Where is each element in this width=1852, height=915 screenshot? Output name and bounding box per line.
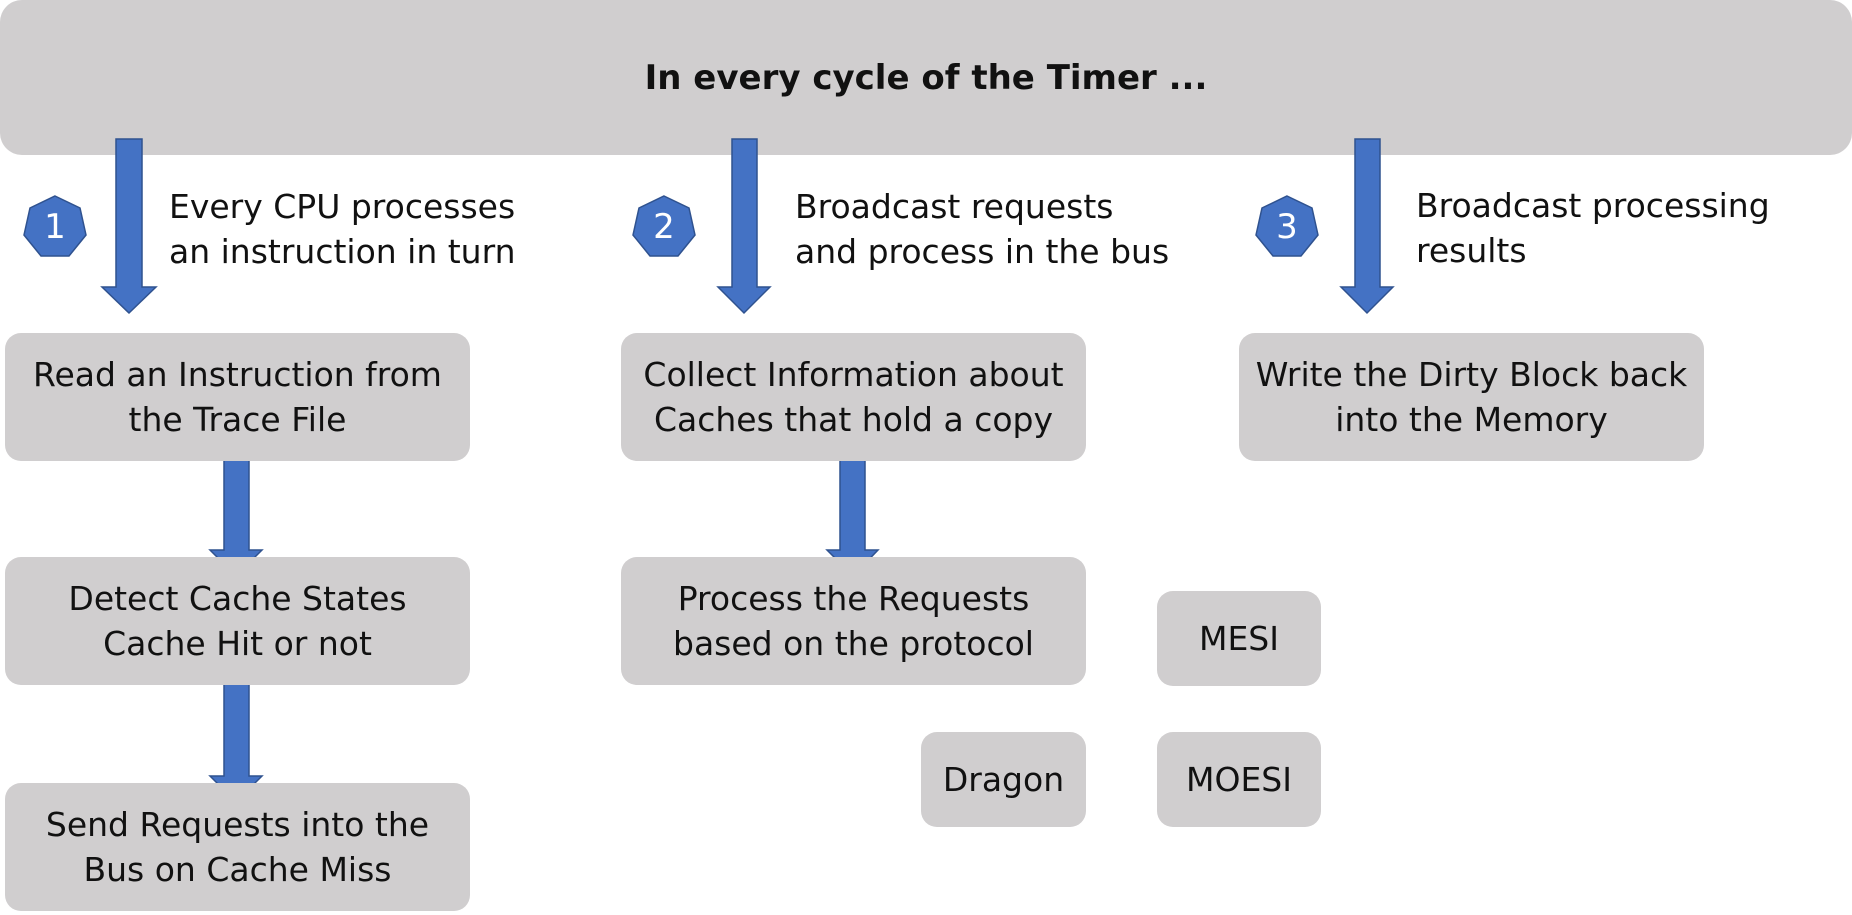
step-1-number: 1 [44,207,66,247]
step-1-down-arrow [100,138,158,315]
step-2-label-line-2: and process in the bus [795,232,1170,271]
step-1-label-line-2: an instruction in turn [169,232,516,271]
collect-box-line-2: Caches that hold a copy [653,400,1054,439]
process-requests-box: Process the Requests based on the protoc… [621,557,1086,685]
protocol-moesi-box: MOESI [1157,732,1321,827]
step-3-label-line-2: results [1416,231,1527,270]
send-requests-box: Send Requests into the Bus on Cache Miss [5,783,470,911]
read-box-line-2: the Trace File [128,400,347,439]
protocol-mesi-label: MESI [1198,619,1279,658]
step-2-number: 2 [653,207,675,247]
protocol-dragon-label: Dragon [942,760,1065,799]
banner-title: In every cycle of the Timer ... [644,57,1208,98]
read-box-line-1: Read an Instruction from [33,355,442,394]
detect-box-line-1: Detect Cache States [68,579,407,618]
step-3-label: Broadcast processing results [1416,183,1770,273]
write-box-line-1: Write the Dirty Block back [1255,355,1688,394]
write-box-line-2: into the Memory [1335,400,1608,439]
detect-box-line-2: Cache Hit or not [103,624,372,663]
step-2-down-arrow [716,138,772,315]
protocol-dragon-box: Dragon [921,732,1086,827]
read-instruction-box: Read an Instruction from the Trace File [5,333,470,461]
step-3-number: 3 [1276,207,1298,247]
step-3-down-arrow [1339,138,1395,315]
process-box-line-1: Process the Requests [677,579,1030,618]
send-box-line-1: Send Requests into the [45,805,430,844]
collect-box-line-1: Collect Information about [643,355,1064,394]
step-2-label: Broadcast requests and process in the bu… [795,184,1169,274]
send-box-line-2: Bus on Cache Miss [83,850,392,889]
step-1-label: Every CPU processes an instruction in tu… [169,184,516,274]
detect-cache-states-box: Detect Cache States Cache Hit or not [5,557,470,685]
timer-cycle-banner: In every cycle of the Timer ... [0,0,1852,155]
step-2-label-line-1: Broadcast requests [795,187,1114,226]
write-dirty-block-box: Write the Dirty Block back into the Memo… [1239,333,1704,461]
process-box-line-2: based on the protocol [673,624,1034,663]
step-3-label-line-1: Broadcast processing [1416,186,1770,225]
protocol-moesi-label: MOESI [1186,760,1292,799]
step-1-label-line-1: Every CPU processes [169,187,516,226]
protocol-mesi-box: MESI [1157,591,1321,686]
collect-information-box: Collect Information about Caches that ho… [621,333,1086,461]
